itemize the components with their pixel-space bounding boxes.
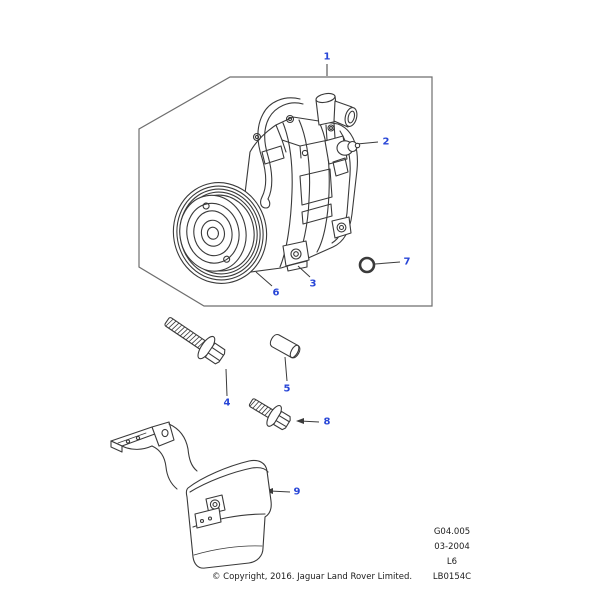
bolt-short-illustration <box>248 398 291 431</box>
pin-illustration <box>269 333 301 359</box>
copyright-text: © Copyright, 2016. Jaguar Land Rover Lim… <box>211 572 413 582</box>
ref-line-3: L6 <box>446 557 458 567</box>
frame-outline <box>138 76 433 307</box>
callout-2[interactable]: 2 <box>382 136 390 148</box>
callout-4[interactable]: 4 <box>223 397 231 409</box>
valve-assembly <box>324 135 361 177</box>
leader-arrow-8 <box>296 418 304 424</box>
callout-1[interactable]: 1 <box>323 51 331 63</box>
ref-line-4: LB0154C <box>432 572 472 582</box>
callout-9[interactable]: 9 <box>293 486 301 498</box>
callout-8[interactable]: 8 <box>323 416 331 428</box>
wire-loop <box>257 97 304 209</box>
callout-6[interactable]: 6 <box>272 287 280 299</box>
callout-5[interactable]: 5 <box>283 383 291 395</box>
bolt-long-illustration <box>164 317 226 365</box>
drawing-ref-block: G04.005 03-2004 L6 LB0154C <box>433 525 471 585</box>
ref-line-1: G04.005 <box>433 527 471 537</box>
ref-line-2: 03-2004 <box>434 542 470 552</box>
callout-3[interactable]: 3 <box>309 278 317 290</box>
pulley <box>172 182 268 284</box>
callout-7[interactable]: 7 <box>403 256 411 268</box>
port-fitting <box>315 92 358 141</box>
o-ring <box>358 256 376 274</box>
mounting-lug <box>282 240 310 272</box>
bracket-illustration <box>110 421 272 569</box>
compressor-illustration <box>172 92 376 284</box>
